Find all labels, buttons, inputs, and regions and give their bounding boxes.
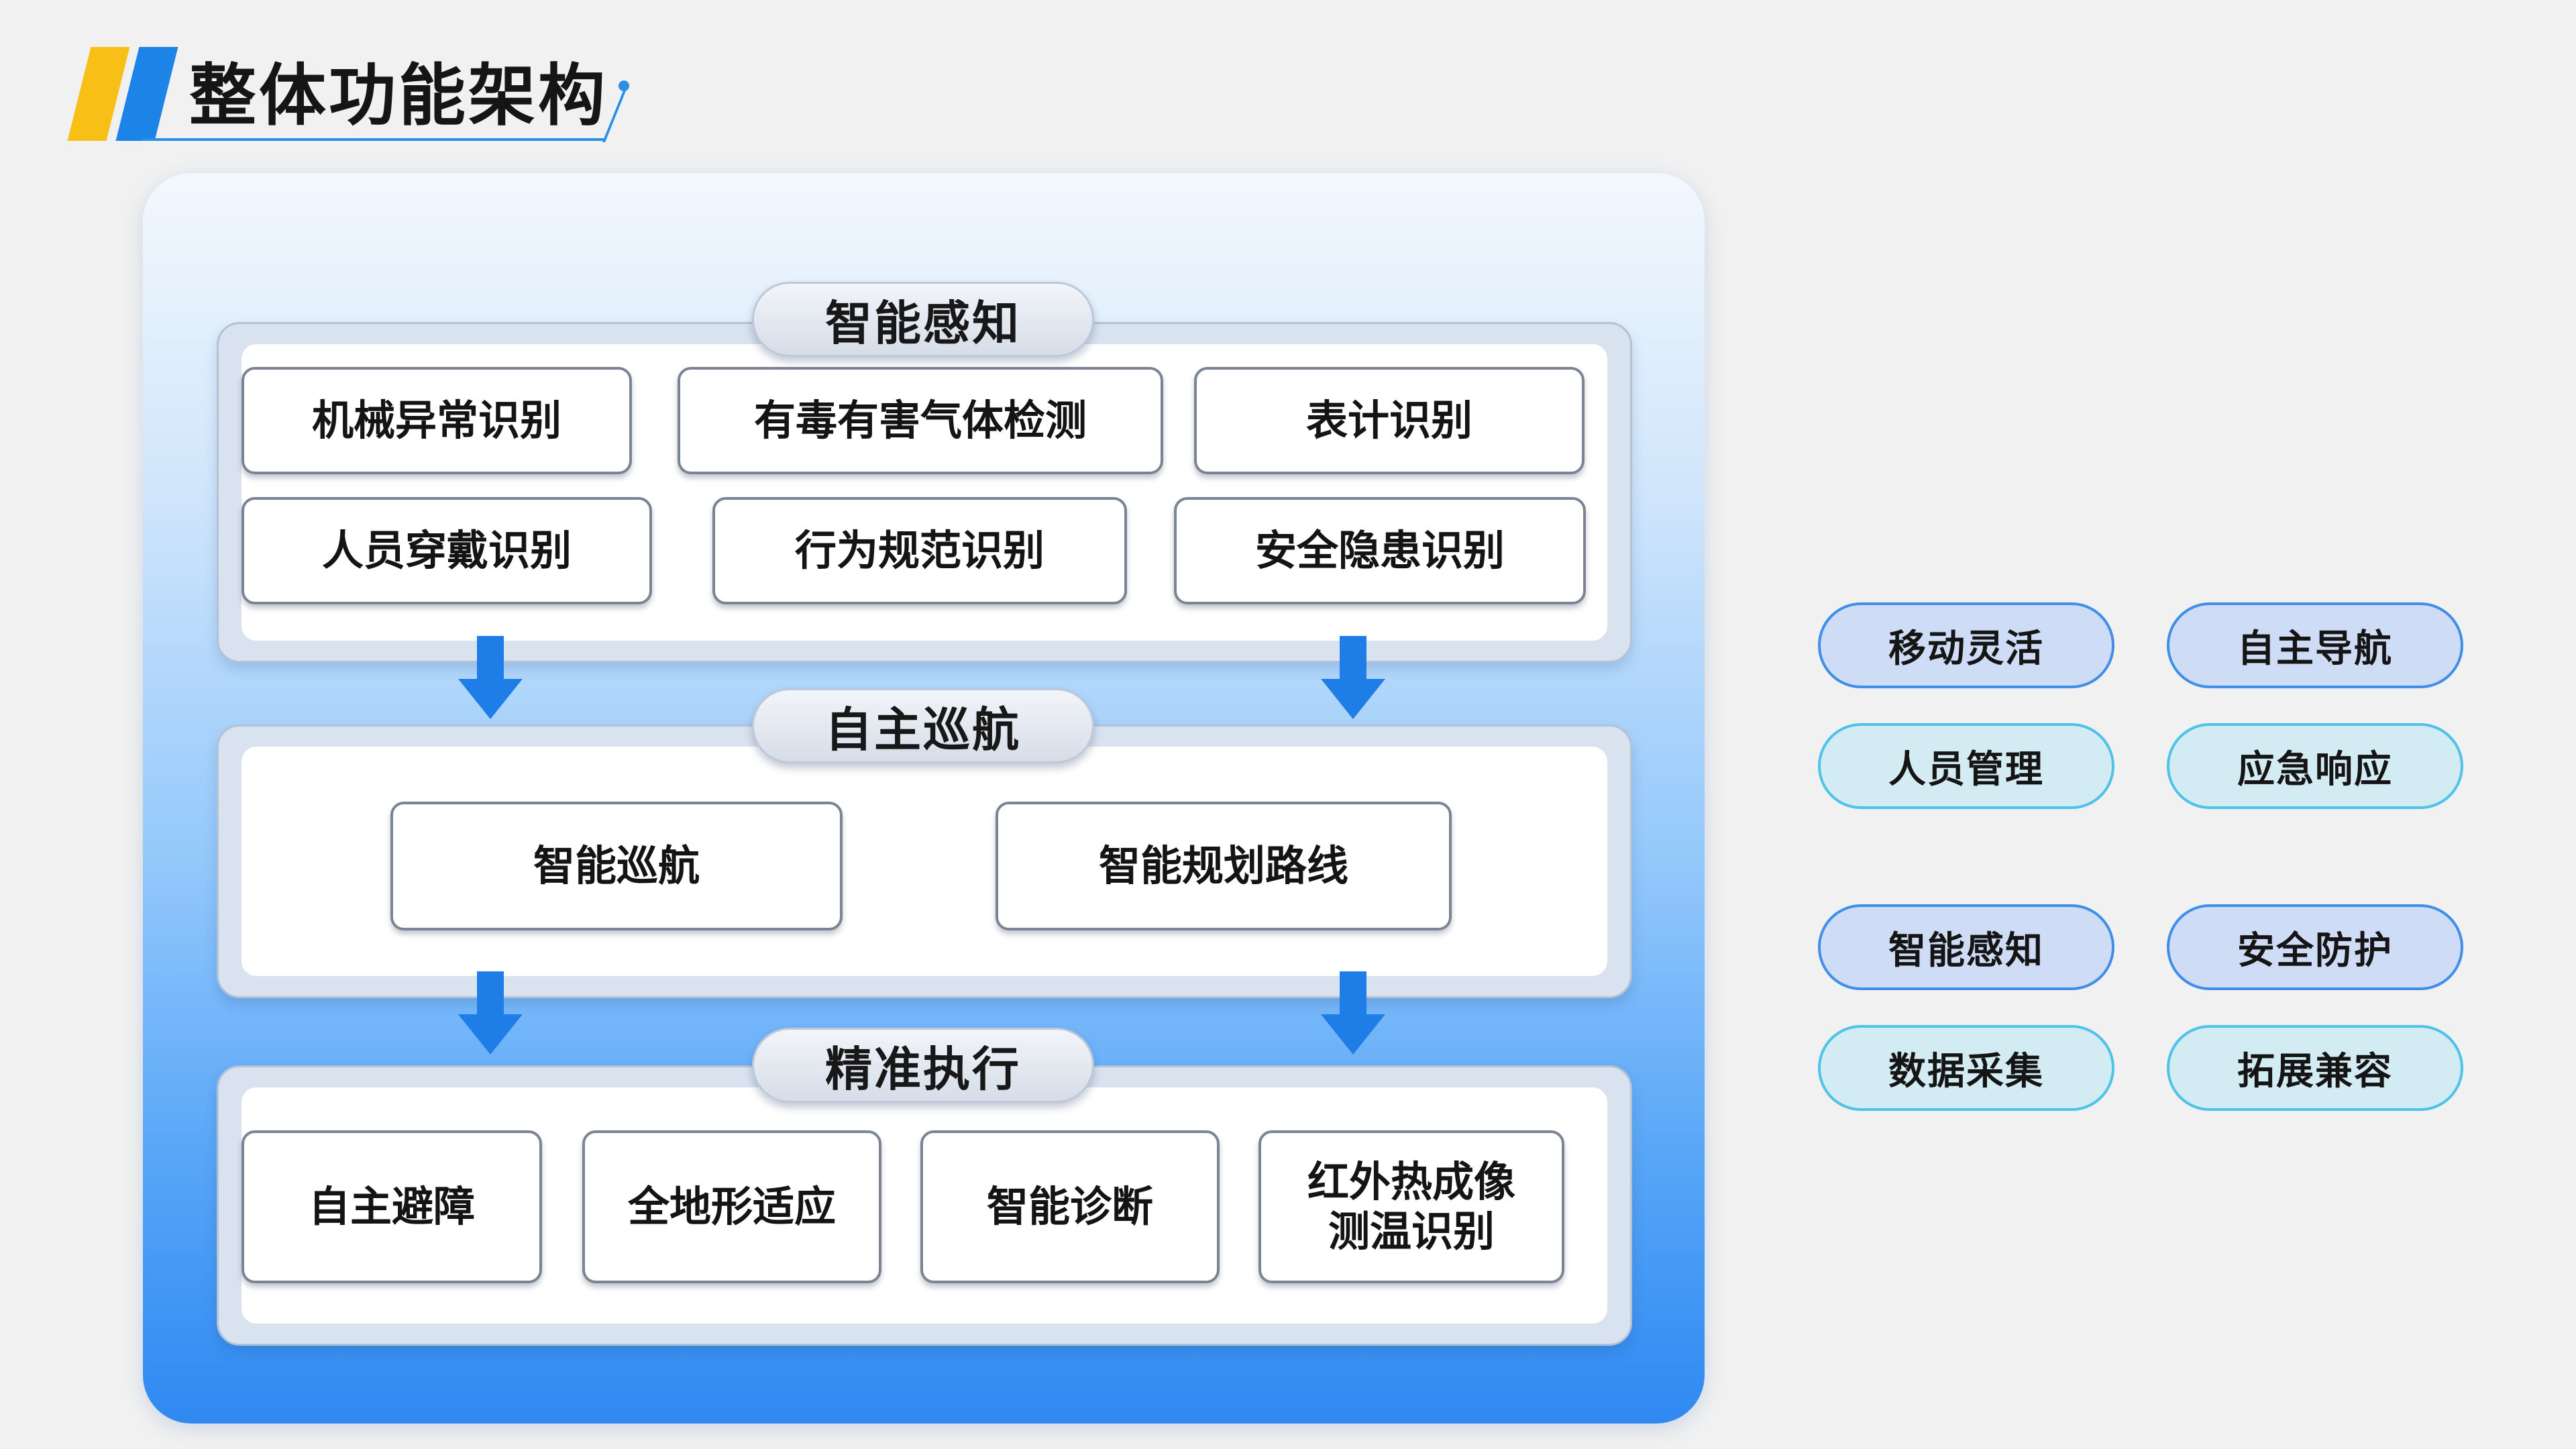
- section-cruise: 智能巡航 智能规划路线: [217, 724, 1632, 998]
- section-perception-body: 机械异常识别 有毒有害气体检测 表计识别 人员穿戴识别 行为规范识别 安全隐患识…: [241, 344, 1607, 641]
- page-title: 整体功能架构: [189, 56, 608, 135]
- tag-mobility: 移动灵活: [1818, 602, 2114, 688]
- item-obstacle-avoidance: 自主避障: [241, 1130, 542, 1283]
- flow-arrow-down-icon: [458, 636, 523, 719]
- tag-personnel-mgmt: 人员管理: [1818, 723, 2114, 809]
- tag-emergency: 应急响应: [2167, 723, 2463, 809]
- item-smart-cruise: 智能巡航: [390, 802, 843, 930]
- item-hazard-recognition: 安全隐患识别: [1174, 497, 1586, 604]
- item-ppe-recognition: 人员穿戴识别: [241, 497, 652, 604]
- architecture-panel: 机械异常识别 有毒有害气体检测 表计识别 人员穿戴识别 行为规范识别 安全隐患识…: [143, 173, 1705, 1424]
- tag-data-collection: 数据采集: [1818, 1025, 2114, 1111]
- tag-safety: 安全防护: [2167, 904, 2463, 990]
- item-meter-recognition: 表计识别: [1194, 367, 1585, 474]
- item-mechanical-anomaly: 机械异常识别: [241, 367, 632, 474]
- section-cruise-body: 智能巡航 智能规划路线: [241, 747, 1607, 976]
- item-thermal-imaging: 红外热成像 测温识别: [1258, 1130, 1564, 1283]
- title-underline-dot: [619, 80, 629, 91]
- flow-arrow-down-icon: [1321, 636, 1385, 719]
- item-toxic-gas-detection: 有毒有害气体检测: [678, 367, 1163, 474]
- section-cruise-title: 自主巡航: [752, 688, 1094, 763]
- section-execution-title: 精准执行: [752, 1028, 1094, 1103]
- section-perception-title: 智能感知: [752, 282, 1094, 357]
- section-perception: 机械异常识别 有毒有害气体检测 表计识别 人员穿戴识别 行为规范识别 安全隐患识…: [217, 322, 1632, 663]
- title-underline: [142, 138, 605, 141]
- item-all-terrain: 全地形适应: [582, 1130, 881, 1283]
- item-behavior-recognition: 行为规范识别: [712, 497, 1127, 604]
- tag-autonomous-nav: 自主导航: [2167, 602, 2463, 688]
- item-thermal-imaging-line2: 测温识别: [1328, 1207, 1495, 1256]
- flow-arrow-down-icon: [1321, 971, 1385, 1055]
- tag-perception: 智能感知: [1818, 904, 2114, 990]
- item-smart-diagnosis: 智能诊断: [920, 1130, 1220, 1283]
- item-route-planning: 智能规划路线: [996, 802, 1452, 930]
- tag-extensibility: 拓展兼容: [2167, 1025, 2463, 1111]
- flow-arrow-down-icon: [458, 971, 523, 1055]
- section-execution: 自主避障 全地形适应 智能诊断 红外热成像 测温识别: [217, 1065, 1632, 1346]
- section-execution-body: 自主避障 全地形适应 智能诊断 红外热成像 测温识别: [241, 1087, 1607, 1324]
- item-thermal-imaging-line1: 红外热成像: [1307, 1157, 1515, 1206]
